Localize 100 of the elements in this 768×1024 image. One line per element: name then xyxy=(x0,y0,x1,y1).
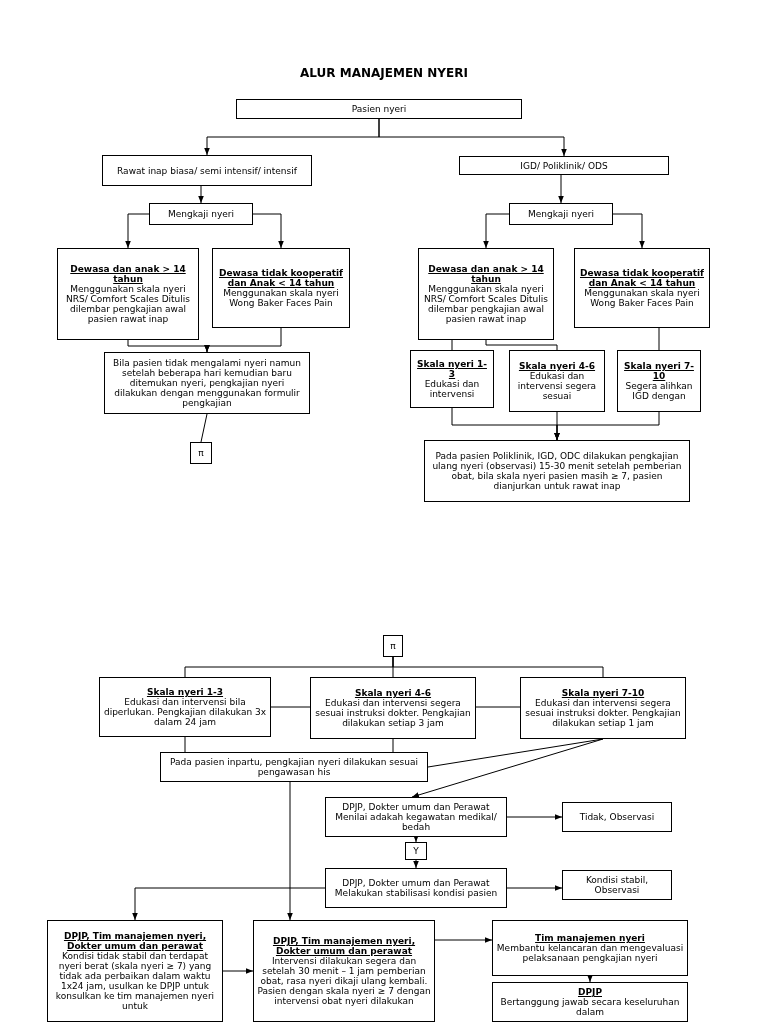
process-box xyxy=(325,797,507,837)
process-box xyxy=(310,677,476,739)
body-text: Rawat inap biasa/ semi intensif/ intensif xyxy=(117,165,297,176)
process-box xyxy=(509,203,613,225)
body-text: DPJP, Dokter umum dan Perawat Menilai adakah kegawatan medikal/ bedah xyxy=(334,802,498,832)
process-box xyxy=(617,350,701,412)
arrow xyxy=(483,213,510,249)
process-box xyxy=(253,920,435,1022)
process-box xyxy=(325,868,507,908)
heading-text: Skala nyeri 1-3 xyxy=(146,687,224,697)
process-box xyxy=(459,156,669,175)
body-text: DPJP, Dokter umum dan Perawat Melakukan stabilisasi kondisi pasien xyxy=(333,878,499,898)
process-box xyxy=(492,920,688,976)
process-box xyxy=(520,677,686,739)
body-text: π xyxy=(390,641,396,651)
body-text: Menggunakan skala nyeri NRS/ Comfort Scales Ditulis dilembar pengkajian awal pasien rawat inap xyxy=(65,284,191,324)
process-box xyxy=(149,203,253,225)
body-text: π xyxy=(198,448,204,458)
process-box xyxy=(212,248,350,328)
body-text: Pada pasien Poliklinik, IGD, ODC dilakukan pengkajian ulang nyeri (observasi) 15-30 menit setelah pemberian obat, bila skala nyeri pasien masih ≥ 7, pasien dianjurkan untuk rawat inap xyxy=(431,451,683,491)
arrow xyxy=(413,835,419,843)
heading-text: Dewasa tidak kooperatif dan Anak < 14 tahun xyxy=(218,268,344,288)
connector-line xyxy=(184,736,186,753)
process-box xyxy=(47,920,223,1022)
body-text: Intervensi dilakukan segera dan setelah 30 menit – 1 jam pemberian obat, rasa nyeri dikaji ulang kembali. Pasien dengan skala nyeri ≥ 7 dengan intervensi obat nyeri dilakukan xyxy=(257,956,431,1006)
body-text: Kondisi tidak stabil dan terdapat nyeri berat (skala nyeri ≥ 7) yang tidak ada perbaikan dalam waktu 1x24 jam, usulkan ke DPJP untuk konsulkan ke tim manajemen nyeri untuk xyxy=(54,951,216,1011)
arrow xyxy=(434,937,493,943)
connector-line xyxy=(475,706,521,708)
heading-text: Skala nyeri 1-3 xyxy=(416,359,488,379)
heading-text: Dewasa tidak kooperatif dan Anak < 14 tahun xyxy=(579,268,705,288)
heading-text: Skala nyeri 7-10 xyxy=(561,688,645,698)
heading-text: DPJP xyxy=(578,987,602,997)
connector-line xyxy=(485,339,558,351)
body-text: Menggunakan skala nyeri Wong Baker Faces Pain xyxy=(222,288,340,308)
body-text: Segera alihkan IGD dengan xyxy=(624,381,694,401)
connector-line xyxy=(392,656,604,678)
heading-text: Tim manajemen nyeri xyxy=(535,933,645,943)
body-text: Bila pasien tidak mengalami nyeri namun setelah beberapa hari kemudian baru ditemukan nyeri, pengkajian nyeri dilakukan dengan menggunakan formulir pengkajian xyxy=(112,358,302,408)
process-box xyxy=(492,982,688,1022)
arrow xyxy=(125,213,150,249)
arrow xyxy=(287,781,293,921)
process-box xyxy=(102,155,312,186)
connector-line xyxy=(451,339,453,351)
body-text: IGD/ Poliklinik/ ODS xyxy=(520,160,608,171)
body-text: Mengkaji nyeri xyxy=(168,209,234,219)
connector-box xyxy=(190,442,212,464)
connector-line xyxy=(200,413,208,443)
arrow xyxy=(411,738,604,798)
process-box xyxy=(160,752,428,782)
arrow xyxy=(378,118,567,157)
arrow xyxy=(506,814,563,820)
body-text: Tidak, Observasi xyxy=(579,812,655,822)
process-box xyxy=(562,802,672,832)
heading-text: DPJP, Tim manajemen nyeri, Dokter umum dan perawat xyxy=(271,936,417,956)
process-box xyxy=(562,870,672,900)
heading-text: Skala nyeri 4-6 xyxy=(518,361,596,371)
connector-line xyxy=(270,706,311,708)
body-text: Pasien nyeri xyxy=(351,104,407,114)
arrow xyxy=(252,213,284,249)
diagram-title: ALUR MANAJEMEN NYERI xyxy=(299,65,469,82)
body-text: Pada pasien inpartu, pengkajian nyeri dilakukan sesuai pengawasan his xyxy=(169,757,419,777)
process-box xyxy=(424,440,690,502)
arrow xyxy=(554,411,660,441)
body-text: Menggunakan skala nyeri NRS/ Comfort Scales Ditulis dilembar pengkajian awal pasien rawat inap xyxy=(423,284,549,324)
connector-box xyxy=(383,635,403,657)
body-text: Edukasi dan intervensi xyxy=(423,379,481,399)
body-text: Membantu kelancaran dan mengevaluasi pelaksanaan pengkajian nyeri xyxy=(496,943,684,963)
process-box xyxy=(574,248,710,328)
heading-text: Skala nyeri 4-6 xyxy=(354,688,432,698)
process-box xyxy=(57,248,199,340)
arrow xyxy=(558,174,564,204)
process-box xyxy=(418,248,554,340)
connector-box xyxy=(405,842,427,860)
process-box xyxy=(236,99,522,119)
body-text: Kondisi stabil, Observasi xyxy=(584,875,650,895)
body-text: Edukasi dan intervensi segera sesuai instruksi dokter. Pengkajian dilakukan setiap 1 jam xyxy=(524,698,682,728)
body-text: Y xyxy=(413,846,419,856)
body-text: Edukasi dan intervensi segera sesuai instruksi dokter. Pengkajian dilakukan setiap 3 jam xyxy=(314,698,472,728)
heading-text: Skala nyeri 7-10 xyxy=(623,361,695,381)
connector-line xyxy=(658,327,660,351)
arrow xyxy=(222,968,254,974)
arrow xyxy=(612,213,645,249)
process-box xyxy=(509,350,605,412)
process-box xyxy=(99,677,271,737)
heading-text: Dewasa dan anak > 14 tahun xyxy=(69,264,187,284)
body-text: Edukasi dan intervensi bila diperlukan. Pengkajian dilakukan 3x dalam 24 jam xyxy=(103,697,267,727)
process-box xyxy=(104,352,310,414)
arrow xyxy=(198,185,204,204)
arrow xyxy=(413,859,419,869)
body-text: Bertanggung jawab secara keseluruhan dalam xyxy=(499,997,681,1017)
heading-text: DPJP, Tim manajemen nyeri, Dokter umum dan perawat xyxy=(62,931,208,951)
connector-line xyxy=(392,738,394,753)
heading-text: Dewasa dan anak > 14 tahun xyxy=(427,264,545,284)
arrow xyxy=(132,887,326,921)
arrow xyxy=(506,885,563,891)
arrow xyxy=(204,327,282,353)
body-text: Menggunakan skala nyeri Wong Baker Faces Pain xyxy=(583,288,701,308)
body-text: Mengkaji nyeri xyxy=(528,209,594,219)
body-text: Edukasi dan intervensi segera sesuai xyxy=(516,371,598,401)
process-box xyxy=(410,350,494,408)
